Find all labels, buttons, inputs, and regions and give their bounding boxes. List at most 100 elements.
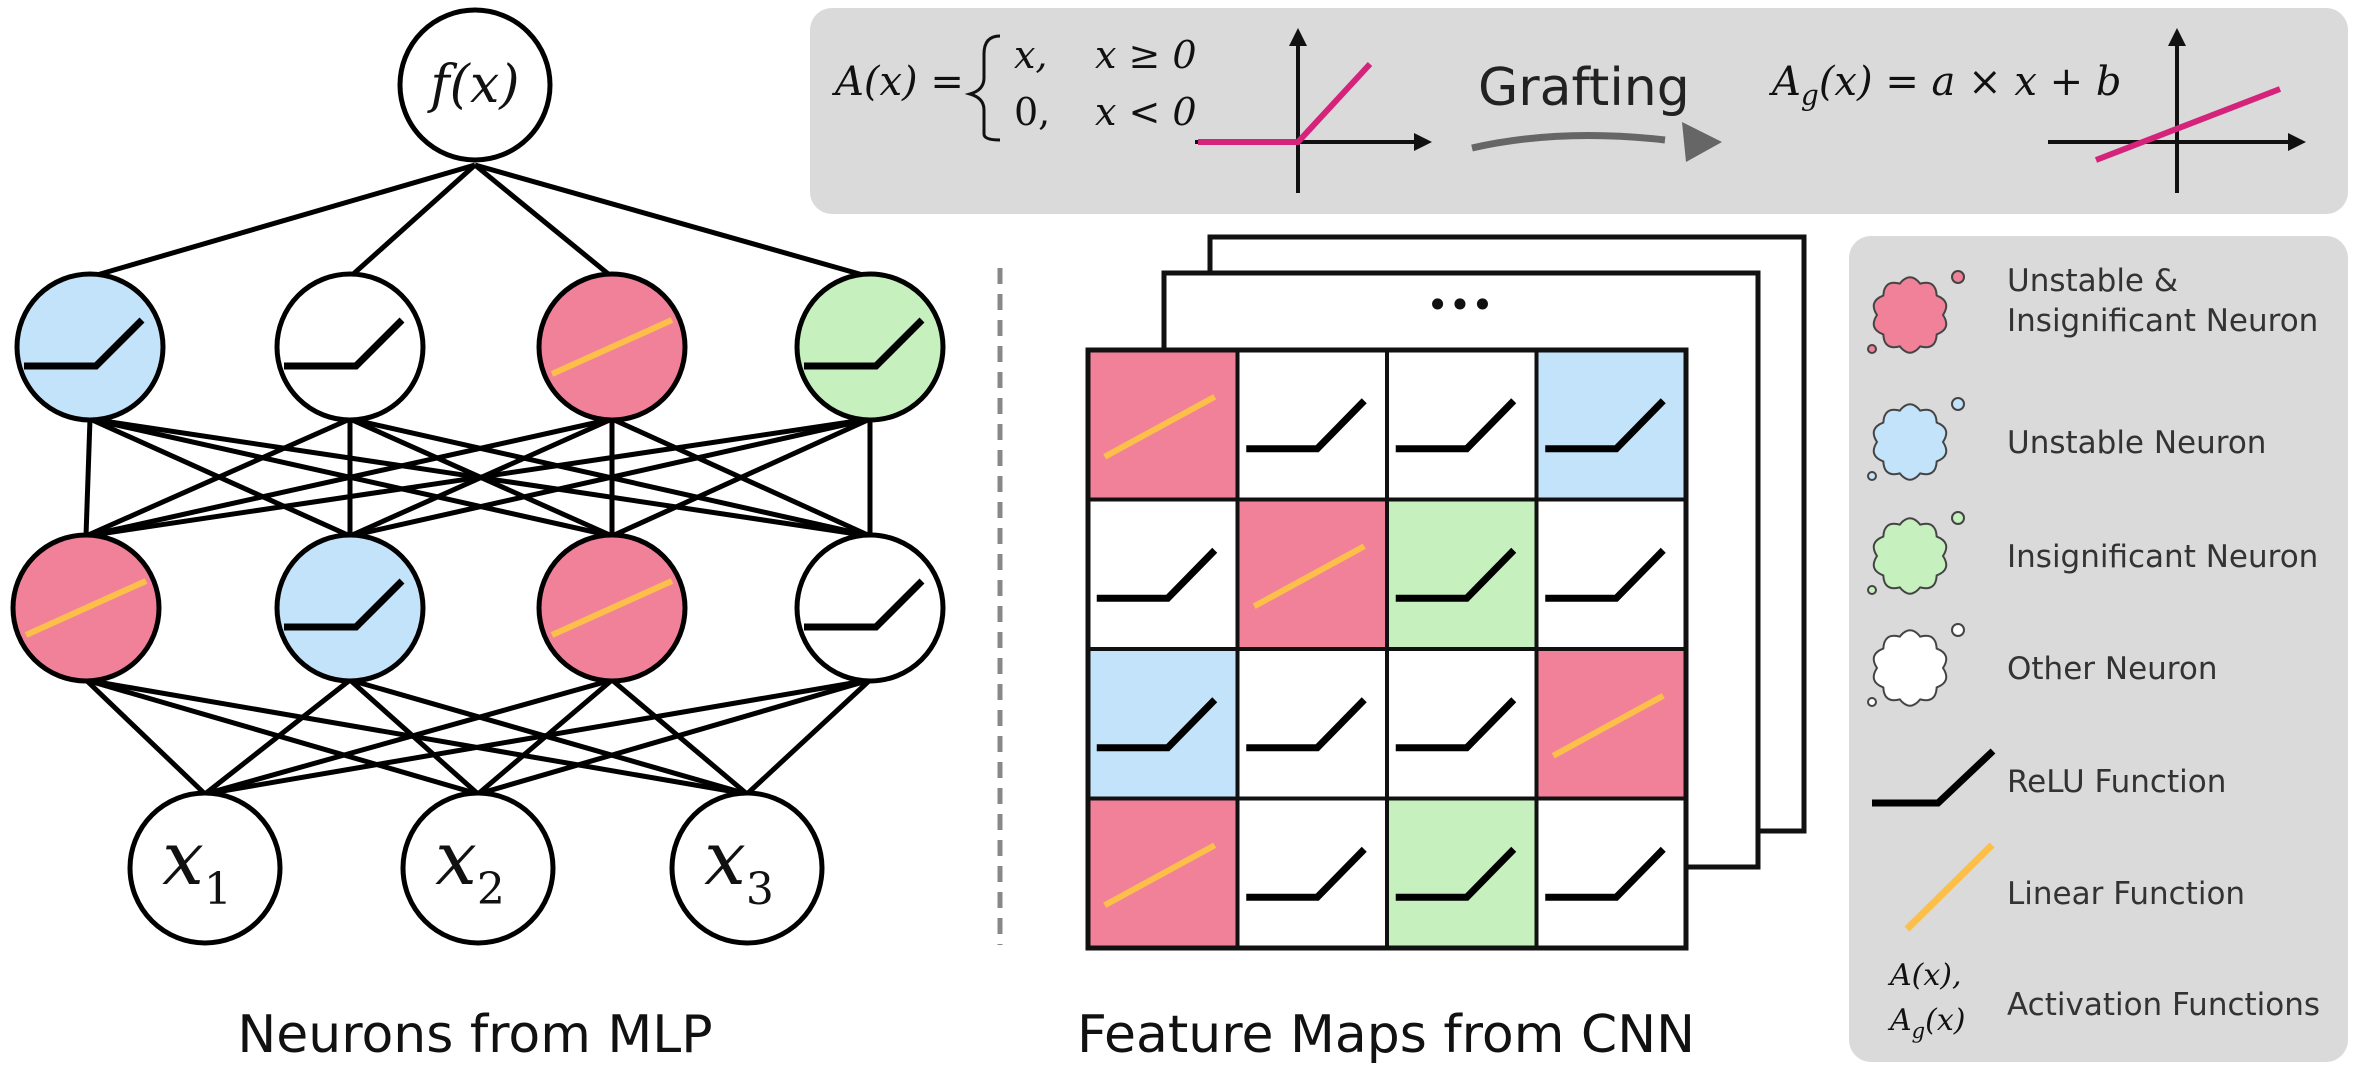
legend-activation-symbol-2: Ag(x): [1887, 1003, 1965, 1043]
feature-map-cell-bg: [1235, 647, 1389, 801]
legend-linear-item: Linear Function: [1904, 842, 2245, 932]
legend-item-other: Other Neuron: [1867, 623, 2217, 707]
feature-map-cell: [1235, 647, 1389, 801]
relu-plot: [1195, 28, 1432, 193]
edge-output-h1-3: [473, 163, 614, 279]
feature-map-ellipsis: •••: [1426, 283, 1493, 327]
grafted-formula: Ag(x) = a × x + b: [1768, 59, 2121, 112]
edge-h1-2-h2-1: [84, 416, 352, 539]
neuron-splat-icon: [1872, 629, 1948, 707]
feature-map-cell-bg: [1534, 348, 1688, 502]
grafting-arrowhead: [1682, 122, 1722, 162]
relu-function-icon: [1395, 547, 1517, 602]
grafting-label: Grafting: [1478, 58, 1690, 118]
feature-map-cell-bg: [1235, 348, 1389, 502]
legend-activation-item: A(x), Ag(x) Activation Functions: [1887, 958, 2320, 1043]
legend-relu-label: ReLU Function: [2007, 764, 2226, 800]
hidden2-neuron-4: [794, 532, 946, 684]
feature-map-front: [1085, 347, 1689, 951]
feature-map-cell: [1086, 497, 1240, 651]
case-1-condition: x ≥ 0: [1095, 33, 1197, 77]
legend-relu-item: ReLU Function: [1872, 748, 2226, 807]
feature-map-cell-bg: [1534, 497, 1688, 651]
splat-droplet: [1951, 623, 1965, 637]
neuron-splat-icon: [1872, 403, 1948, 481]
legend-item-unstable: Unstable Neuron: [1867, 397, 2266, 481]
linear-function-icon: [1551, 693, 1665, 759]
edge-h1-4-h2-3: [610, 416, 872, 539]
legend-background: [1849, 236, 2348, 1062]
piecewise-brace: [964, 34, 1001, 142]
relu-function-icon: [1545, 846, 1666, 901]
edge-h2-1-x1: [84, 678, 207, 796]
legend-linear-swatch: [1904, 842, 1995, 932]
edge-h1-1-h2-1: [83, 418, 93, 537]
case-2-condition: x < 0: [1095, 90, 1197, 134]
edge-h2-2-x1: [203, 678, 352, 796]
legend-activation-label: Activation Functions: [2007, 987, 2320, 1023]
output-node-circle: [397, 7, 553, 163]
linear-function-icon: [24, 578, 148, 638]
relu-function-icon: [1395, 697, 1517, 752]
relu-function-icon: [24, 317, 145, 370]
relu-function-icon: [1096, 547, 1218, 602]
relu-function-icon: [284, 317, 405, 370]
neuron-circle: [794, 271, 946, 423]
relu-function-icon: [284, 578, 405, 631]
linear-function-icon: [1103, 394, 1217, 460]
hidden1-neuron-1: [14, 271, 166, 423]
grafting-arrow: [1471, 132, 1666, 152]
activation-lhs: A(x) =: [831, 59, 964, 105]
neuron-circle: [274, 532, 426, 684]
legend-linear-label: Linear Function: [2007, 876, 2245, 912]
input-node-label: x1: [162, 816, 232, 915]
input-node-circle: [400, 790, 556, 946]
linear-function-icon: [550, 317, 674, 377]
hidden1-neuron-3: [536, 271, 688, 423]
output-node: f(x): [397, 7, 553, 163]
relu-function-icon: [1096, 697, 1218, 752]
relu-function-icon: [804, 317, 925, 370]
feature-map-cell-bg: [1235, 796, 1389, 950]
input-node-2: x2: [400, 790, 556, 946]
feature-map-cell: [1086, 647, 1240, 801]
splat-droplet: [1951, 397, 1965, 411]
cnn-feature-maps: ••• Feature Maps from CNN: [1077, 234, 1807, 1065]
formula-panel-background: [810, 8, 2348, 214]
feature-map-cell-bg: [1385, 647, 1539, 801]
feature-map-cell: [1534, 647, 1688, 801]
edge-h2-3-x1: [204, 677, 613, 797]
feature-map-cell: [1534, 497, 1688, 651]
feature-map-cell-bg: [1385, 497, 1539, 651]
feature-map-cell: [1086, 348, 1240, 502]
edge-h2-1-x2: [85, 677, 479, 797]
relu-function-icon: [1545, 547, 1666, 602]
neuron-splat-icon: [1872, 517, 1948, 595]
splat-droplet: [1867, 585, 1877, 595]
edge-output-h1-4: [474, 162, 871, 280]
legend-item-label: Insignificant Neuron: [2007, 303, 2318, 339]
mlp-caption: Neurons from MLP: [237, 1005, 712, 1065]
splat-droplet: [1867, 471, 1877, 481]
formula-panel: A(x) = x, x ≥ 0 0, x < 0 Grafting Ag(x) …: [810, 8, 2348, 214]
relu-function-icon: [804, 578, 925, 631]
legend-relu-swatch: [1872, 748, 1996, 807]
feature-map-cell: [1385, 497, 1539, 651]
legend-item-label: Insignificant Neuron: [2007, 539, 2318, 575]
relu-function-icon: [1395, 846, 1517, 901]
output-node-label: f(x): [426, 55, 519, 115]
relu-function-icon: [1246, 697, 1367, 752]
edge-output-h1-1: [89, 162, 476, 280]
input-node-3: x3: [669, 790, 825, 946]
linear-function-icon: [1252, 543, 1366, 609]
legend-item-insignificant: Insignificant Neuron: [1867, 511, 2318, 595]
splat-droplet: [1951, 511, 1965, 525]
edge-h2-4-x2: [477, 677, 871, 797]
legend-item-label: Other Neuron: [2007, 651, 2217, 687]
hidden2-neuron-2: [274, 532, 426, 684]
neuron-circle: [274, 271, 426, 423]
feature-map-cell: [1385, 647, 1539, 801]
linear-plot: [2048, 28, 2306, 193]
